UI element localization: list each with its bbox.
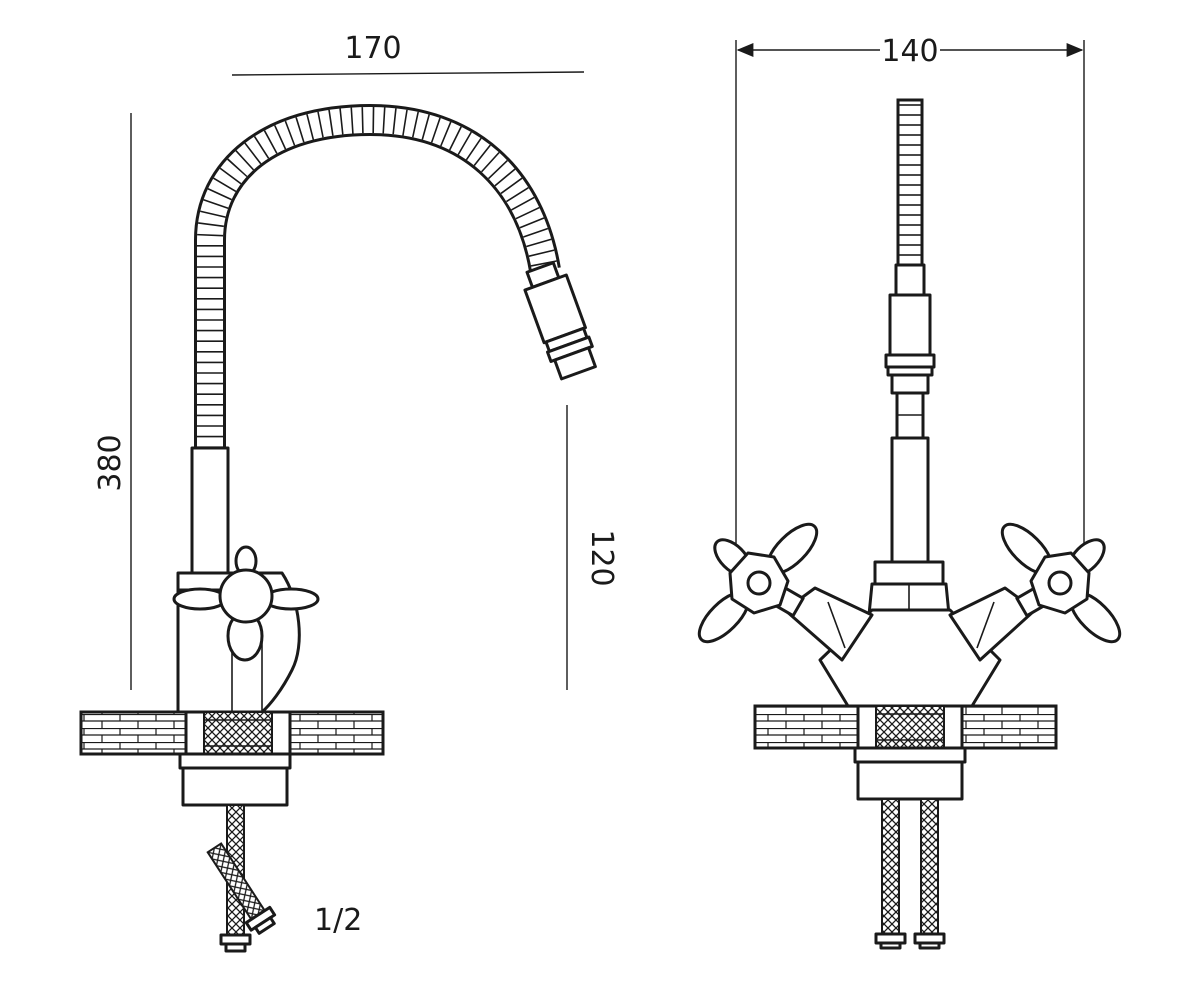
side-view: 170 380 120 xyxy=(79,31,619,953)
supply-hoses-front xyxy=(874,798,946,950)
front-view: 140 xyxy=(697,34,1122,950)
gooseneck-hose xyxy=(194,103,561,448)
spray-head xyxy=(523,261,597,381)
left-cross-handle xyxy=(697,522,819,644)
riser-tube xyxy=(190,446,230,575)
right-valve-arm xyxy=(948,582,1053,662)
dim-height-label: 380 xyxy=(93,434,128,491)
countertop-side xyxy=(79,710,385,756)
dim-170: 170 xyxy=(231,31,585,76)
supply-hoses-side xyxy=(206,804,277,953)
hose-thread-label: 1/2 xyxy=(314,903,362,938)
right-cross-handle xyxy=(1000,522,1122,644)
dim-120: 120 xyxy=(566,405,619,690)
dim-width-label-front: 140 xyxy=(881,34,938,69)
riser-tube-front xyxy=(890,436,930,565)
dim-width-label: 170 xyxy=(344,31,401,66)
dim-spout-clearance-label: 120 xyxy=(584,529,619,586)
cross-handle-side xyxy=(172,545,320,662)
mounting-nut-side xyxy=(178,752,292,807)
spray-head-front xyxy=(884,98,936,440)
dim-380: 380 xyxy=(93,113,132,690)
countertop-front xyxy=(753,704,1058,750)
mounting-nut-front xyxy=(853,746,967,801)
dim-140: 140 xyxy=(735,34,1085,565)
left-valve-arm xyxy=(767,582,874,662)
